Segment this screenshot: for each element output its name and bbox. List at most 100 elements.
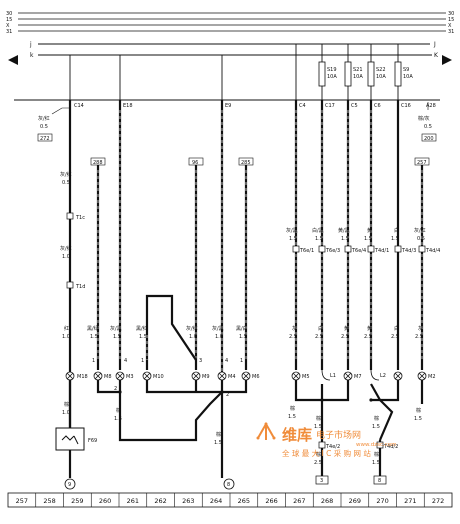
plug-label: T6e/1 <box>299 248 314 254</box>
ground-wiring <box>68 380 424 478</box>
svg-text:1: 1 <box>240 358 243 364</box>
fuse-id: S21 <box>353 67 363 73</box>
plug-icon <box>318 245 326 253</box>
lamp-icon <box>93 371 103 381</box>
fuse-icon <box>367 61 375 87</box>
svg-text:1.5: 1.5 <box>289 236 297 242</box>
svg-text:棕: 棕 <box>316 451 321 458</box>
lamp-row <box>65 371 427 381</box>
fuse-icon <box>394 61 402 87</box>
svg-text:黄: 黄 <box>367 227 372 234</box>
fuse-icon <box>318 61 326 87</box>
axis-cell-label: 265 <box>238 497 250 505</box>
plug-label: T1c <box>75 215 85 221</box>
plug-label: T4d/3 <box>401 248 416 254</box>
bus-label-j: j <box>29 41 32 48</box>
svg-text:M10: M10 <box>153 374 164 380</box>
svg-text:285: 285 <box>241 160 251 166</box>
svg-text:0.5: 0.5 <box>417 236 425 242</box>
plug-icon <box>66 212 74 220</box>
wire-color: 红 <box>64 325 69 332</box>
rail-label: 30 <box>6 11 12 17</box>
plug-icon <box>344 245 352 253</box>
svg-text:1.5: 1.5 <box>114 416 122 422</box>
fuse-rating: 10A <box>403 74 413 80</box>
svg-text:288: 288 <box>93 160 103 166</box>
axis-cell-label: 263 <box>182 497 194 505</box>
svg-text:1: 1 <box>92 358 95 364</box>
svg-text:9: 9 <box>68 482 71 488</box>
svg-text:棕: 棕 <box>216 431 221 438</box>
watermark-url: www.dzsc.com <box>356 442 397 448</box>
fuse-rating: 10A <box>353 74 363 80</box>
svg-text:棕: 棕 <box>64 401 69 408</box>
wire-size: 0.5 <box>62 180 70 186</box>
lamp-icon <box>417 371 427 381</box>
plug-label: T1d <box>75 284 85 290</box>
rail-label: 31 <box>6 29 12 35</box>
bus-lines <box>38 43 432 100</box>
plug-label: T4d/1 <box>374 248 389 254</box>
watermark-title: 电子市场网 <box>316 429 361 441</box>
watermark-slogan: 全 球 最 大 I C 采 购 网 站 <box>282 448 371 458</box>
svg-text:1.5: 1.5 <box>315 236 323 242</box>
svg-text:灰: 灰 <box>292 325 297 332</box>
wire-labels-right-lower: 灰 2.5 白 2.5 黄 2.5 黄 2.5 白 2.5 灰 2.5 <box>289 325 423 340</box>
wire-labels-right-upper: 灰/黑 1.5 白/黑 1.5 黄/黑 1.5 黄 1.5 白 1.5 灰/红 … <box>286 227 426 242</box>
rail-label: 30 <box>448 11 454 17</box>
bus-label-k-right: K <box>434 52 439 59</box>
lamp-icon <box>291 371 301 381</box>
svg-text:M6: M6 <box>252 374 260 380</box>
svg-text:1.5: 1.5 <box>341 236 349 242</box>
connector-label: C16 <box>401 103 411 109</box>
svg-text:M5: M5 <box>302 374 310 380</box>
bus-label-k: k <box>30 52 34 59</box>
svg-text:黄: 黄 <box>367 325 372 332</box>
rail-label: 15 <box>6 17 12 23</box>
axis-cell-label: 271 <box>404 497 416 505</box>
plug-label: T6e/4 <box>351 248 366 254</box>
svg-text:257: 257 <box>417 160 427 166</box>
rail-labels-right: 30 15 X 31 <box>448 11 454 35</box>
plug-icon <box>367 245 375 253</box>
ground-symbol: 9 <box>64 478 76 490</box>
connector-label: C5 <box>351 103 358 109</box>
connector-label: A28 <box>426 103 436 109</box>
rail-label: 15 <box>448 17 454 23</box>
fuse-id: S9 <box>403 67 409 73</box>
watermark-logo-icon <box>256 421 276 440</box>
axis-cell-label: 261 <box>127 497 139 505</box>
svg-text:黑/绿: 黑/绿 <box>87 325 99 332</box>
fuse-id: S22 <box>376 67 386 73</box>
component-label: F69 <box>88 438 97 444</box>
svg-text:2.5: 2.5 <box>391 334 399 340</box>
svg-text:白: 白 <box>394 325 399 332</box>
ground-wire-labels: 棕 1.0 棕 1.5 棕 1.5 棕 1.5 棕 1.5 棕 2.5 棕 1.… <box>62 401 422 466</box>
connector-label: C6 <box>374 103 381 109</box>
svg-text:棕: 棕 <box>374 415 379 422</box>
rail-label: 31 <box>448 29 454 35</box>
svg-text:灰/黑: 灰/黑 <box>212 325 224 332</box>
fuse-icon <box>344 61 352 87</box>
wire-stripes <box>97 110 423 380</box>
wire-size: 0.5 <box>424 124 432 130</box>
lamp-icon <box>241 371 251 381</box>
ref-box: 257 <box>414 157 430 166</box>
ref-number: 200 <box>424 136 434 142</box>
svg-text:M3: M3 <box>126 374 134 380</box>
watermark-brand: 维库 <box>282 426 312 444</box>
svg-text:棕: 棕 <box>316 415 321 422</box>
svg-text:96: 96 <box>192 160 198 166</box>
svg-text:黑/白: 黑/白 <box>236 325 248 332</box>
fuse-rating: 10A <box>376 74 386 80</box>
wire-color: 灰/红 <box>60 171 72 178</box>
svg-text:灰/黑: 灰/黑 <box>286 227 298 234</box>
axis-cell-label: 269 <box>349 497 361 505</box>
svg-text:M4: M4 <box>228 374 236 380</box>
svg-text:1.5: 1.5 <box>391 236 399 242</box>
svg-text:灰: 灰 <box>418 325 423 332</box>
ref-number: 272 <box>40 136 50 142</box>
svg-text:1.5: 1.5 <box>239 334 247 340</box>
ref-box: 288 <box>90 157 106 166</box>
